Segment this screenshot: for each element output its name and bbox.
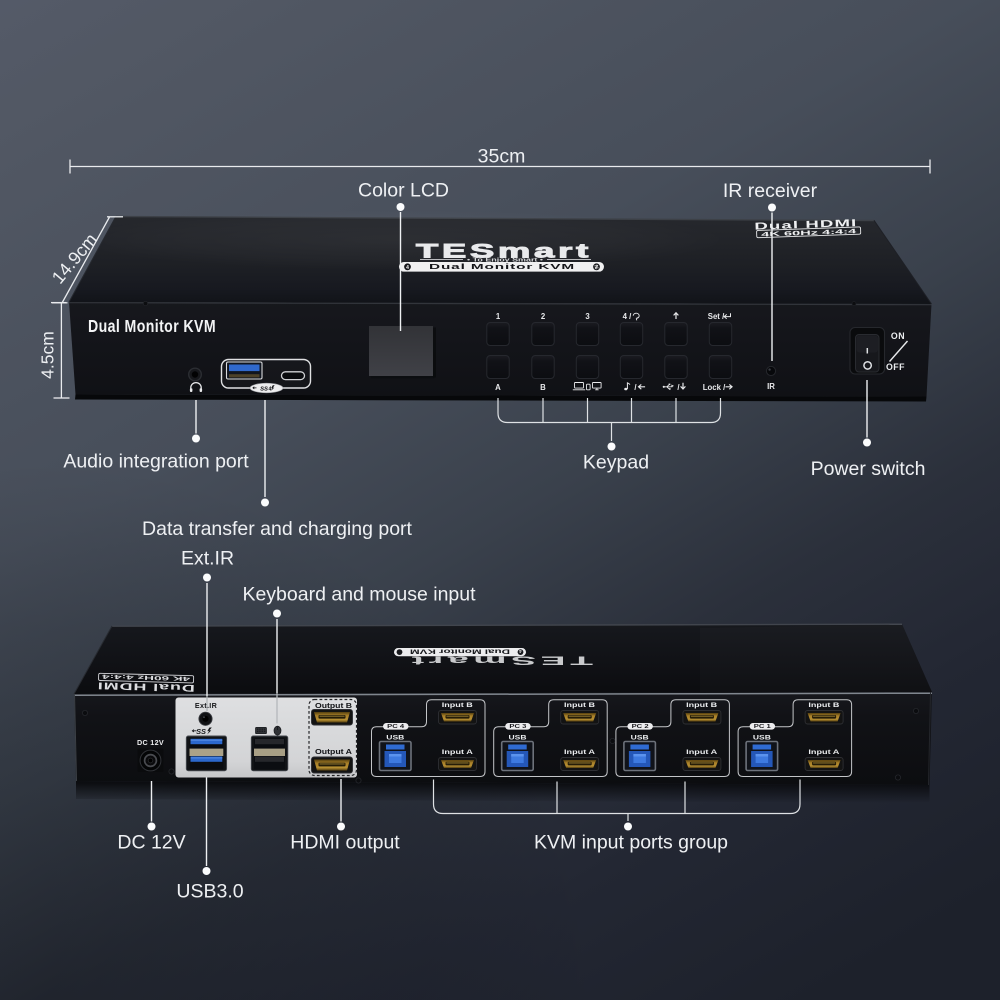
svg-text:Input B: Input B xyxy=(808,702,839,709)
svg-text:2: 2 xyxy=(541,312,546,321)
svg-text:PC 4: PC 4 xyxy=(387,724,404,730)
svg-text:3: 3 xyxy=(585,312,590,321)
svg-text:Data transfer and charging por: Data transfer and charging port xyxy=(142,518,412,540)
svg-text:Keyboard and mouse input: Keyboard and mouse input xyxy=(242,584,476,606)
svg-text:35cm: 35cm xyxy=(478,146,526,168)
svg-text:USB: USB xyxy=(386,735,404,742)
svg-text:USB3.0: USB3.0 xyxy=(176,881,243,903)
svg-text:Input B: Input B xyxy=(686,702,717,709)
svg-text:/: / xyxy=(634,383,637,392)
svg-text:HDMI output: HDMI output xyxy=(290,832,400,854)
svg-text:PC 1: PC 1 xyxy=(754,724,771,730)
svg-text:Lock /: Lock / xyxy=(703,383,726,392)
svg-text:IR: IR xyxy=(767,382,775,391)
svg-text:SS: SS xyxy=(196,727,206,736)
svg-text:/: / xyxy=(677,383,680,392)
svg-text:Set /: Set / xyxy=(708,312,725,321)
svg-text:Audio integration port: Audio integration port xyxy=(63,451,249,473)
svg-text:USB: USB xyxy=(753,735,771,742)
svg-text:Power switch: Power switch xyxy=(811,458,926,480)
svg-text:USB: USB xyxy=(631,735,649,742)
svg-text:Input B: Input B xyxy=(564,702,595,709)
svg-text:OFF: OFF xyxy=(886,362,905,372)
svg-text:Dual Monitor KVM: Dual Monitor KVM xyxy=(88,316,216,336)
svg-text:USB: USB xyxy=(509,735,527,742)
svg-text:B: B xyxy=(540,383,546,392)
svg-text:Dual Monitor KVM: Dual Monitor KVM xyxy=(410,648,510,655)
svg-text:Dual HDMI: Dual HDMI xyxy=(97,679,195,693)
svg-text:4.5cm: 4.5cm xyxy=(38,331,58,379)
svg-text:ON: ON xyxy=(891,331,905,341)
svg-text:4: 4 xyxy=(519,649,522,654)
svg-text:SS: SS xyxy=(260,387,268,393)
svg-text:A: A xyxy=(495,383,501,392)
svg-text:PC 3: PC 3 xyxy=(509,724,526,730)
svg-text:4K 60Hz 4:4:4: 4K 60Hz 4:4:4 xyxy=(761,228,857,238)
svg-text:Input A: Input A xyxy=(442,749,473,756)
svg-text:Dual Monitor KVM: Dual Monitor KVM xyxy=(429,264,575,271)
svg-text:Color LCD: Color LCD xyxy=(358,180,449,202)
svg-text:Input A: Input A xyxy=(808,749,839,756)
svg-text:• To Enjoy Smart •: • To Enjoy Smart • xyxy=(467,258,543,264)
svg-text:Ext.IR: Ext.IR xyxy=(181,548,234,570)
svg-text:Dual HDMI: Dual HDMI xyxy=(754,218,857,233)
svg-text:TESmart: TESmart xyxy=(416,242,592,263)
svg-text:Output B: Output B xyxy=(315,703,352,710)
svg-text:4: 4 xyxy=(269,386,272,392)
svg-text:1: 1 xyxy=(496,312,501,321)
svg-text:IR receiver: IR receiver xyxy=(723,180,818,202)
svg-text:TESmart: TESmart xyxy=(407,653,593,667)
svg-text:Output A: Output A xyxy=(315,749,352,756)
svg-text:4 /: 4 / xyxy=(623,312,633,321)
svg-text:4: 4 xyxy=(406,265,409,271)
svg-text:4K 60Hz 4:4:4: 4K 60Hz 4:4:4 xyxy=(100,673,190,681)
svg-text:KVM input ports group: KVM input ports group xyxy=(534,832,728,854)
svg-text:DC 12V: DC 12V xyxy=(137,738,164,747)
svg-text:DC 12V: DC 12V xyxy=(117,832,185,854)
svg-text:Input A: Input A xyxy=(564,749,595,756)
svg-text:PC 2: PC 2 xyxy=(632,724,649,730)
svg-text:Keypad: Keypad xyxy=(583,452,649,474)
svg-text:Input B: Input B xyxy=(442,702,473,709)
svg-text:Ext.IR: Ext.IR xyxy=(195,701,218,710)
svg-text:Input A: Input A xyxy=(686,749,717,756)
